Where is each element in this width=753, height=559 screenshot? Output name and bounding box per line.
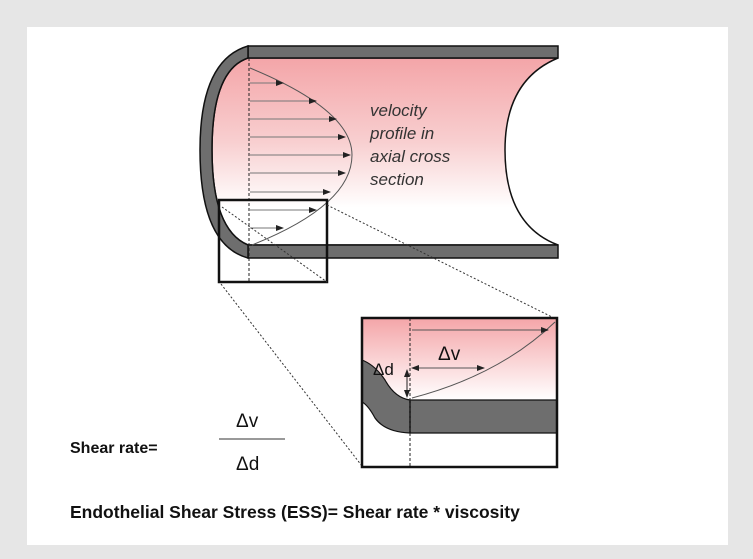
label-line: section — [370, 170, 424, 189]
ess-formula: Endothelial Shear Stress (ESS)= Shear ra… — [70, 502, 520, 522]
magnified-inset: Δv Δd — [360, 316, 559, 469]
vessel — [199, 44, 559, 259]
velocity-profile — [248, 58, 353, 282]
projection-lines — [220, 204, 555, 467]
fraction-denominator: Δd — [236, 454, 259, 475]
label-line: axial cross — [370, 147, 451, 166]
fraction-numerator: Δv — [236, 411, 259, 432]
vessel-top-wall — [247, 45, 559, 59]
label-line: velocity — [370, 101, 428, 120]
zoom-selection-box — [217, 198, 329, 284]
label-line: profile in — [369, 124, 434, 143]
delta-d-label: Δd — [373, 360, 394, 379]
delta-v-label: Δv — [438, 344, 461, 365]
shear-rate-label: Shear rate= — [70, 440, 158, 457]
vessel-end-cap — [199, 44, 249, 259]
vessel-bottom-wall — [247, 244, 559, 259]
velocity-label: velocity profile in axial cross section — [369, 101, 451, 189]
